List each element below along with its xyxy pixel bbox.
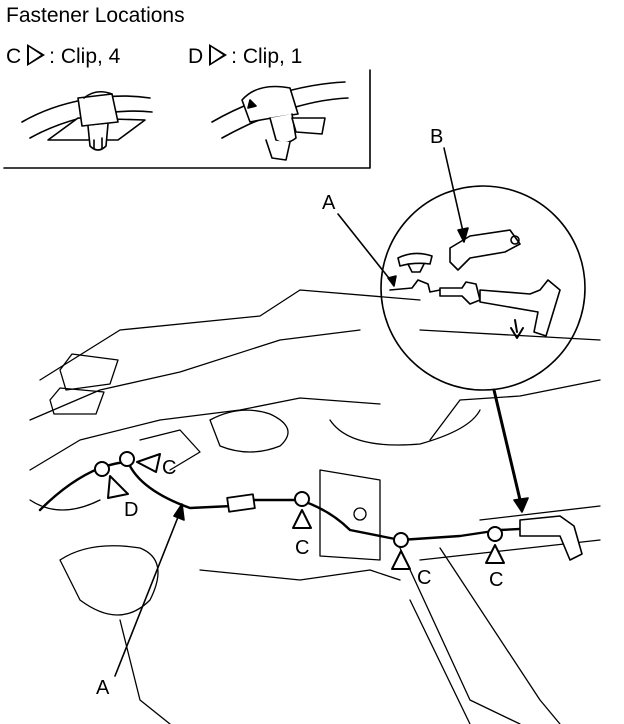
detail-pointer-arrow bbox=[492, 388, 523, 506]
legend-clip-d-letter: D bbox=[188, 45, 204, 68]
clip-c4-triangle-icon bbox=[485, 544, 505, 564]
legend-title: Fastener Locations bbox=[6, 4, 185, 27]
vehicle-body bbox=[29, 289, 601, 724]
callout-b-top: B bbox=[430, 126, 444, 148]
callout-a-bottom: A bbox=[96, 677, 110, 699]
clip-c-illustration bbox=[21, 90, 153, 151]
detail-parts bbox=[389, 229, 561, 339]
clip-c3-triangle-icon bbox=[391, 550, 411, 570]
legend-clip-d-text: : Clip, 1 bbox=[231, 45, 303, 68]
clip-marker-c4 bbox=[487, 526, 503, 542]
brake-lever bbox=[519, 515, 583, 561]
legend-clip-c: C : Clip, 4 bbox=[6, 44, 120, 69]
clip-c1-triangle-icon bbox=[136, 453, 161, 473]
callout-c4: C bbox=[489, 569, 504, 591]
cable-adjuster bbox=[226, 493, 256, 513]
callout-c2: C bbox=[295, 537, 310, 559]
callout-c1: C bbox=[162, 457, 177, 479]
legend-clip-c-letter: C bbox=[6, 45, 22, 68]
triangle-marker-icon bbox=[209, 44, 228, 66]
clip-c2-triangle-icon bbox=[292, 509, 312, 529]
callout-c3: C bbox=[417, 567, 432, 589]
clip-d1-triangle-icon bbox=[107, 475, 129, 499]
legend-frame bbox=[3, 69, 371, 169]
clip-marker-c3 bbox=[393, 532, 409, 548]
clip-marker-d1 bbox=[94, 461, 110, 477]
clip-marker-c2 bbox=[294, 491, 310, 507]
leader-b-top bbox=[443, 147, 465, 237]
leader-a-bottom bbox=[114, 511, 181, 677]
callout-a-top: A bbox=[322, 192, 336, 214]
triangle-marker-icon bbox=[27, 44, 46, 66]
legend-clip-c-text: : Clip, 4 bbox=[49, 45, 121, 68]
detail-circle bbox=[380, 185, 586, 391]
callout-d1: D bbox=[124, 499, 139, 521]
clip-d-illustration bbox=[211, 81, 349, 161]
parking-brake-cable bbox=[38, 460, 572, 542]
clip-marker-c1 bbox=[119, 451, 135, 467]
leader-a-top bbox=[337, 213, 393, 283]
legend-clip-d: D : Clip, 1 bbox=[188, 44, 302, 69]
